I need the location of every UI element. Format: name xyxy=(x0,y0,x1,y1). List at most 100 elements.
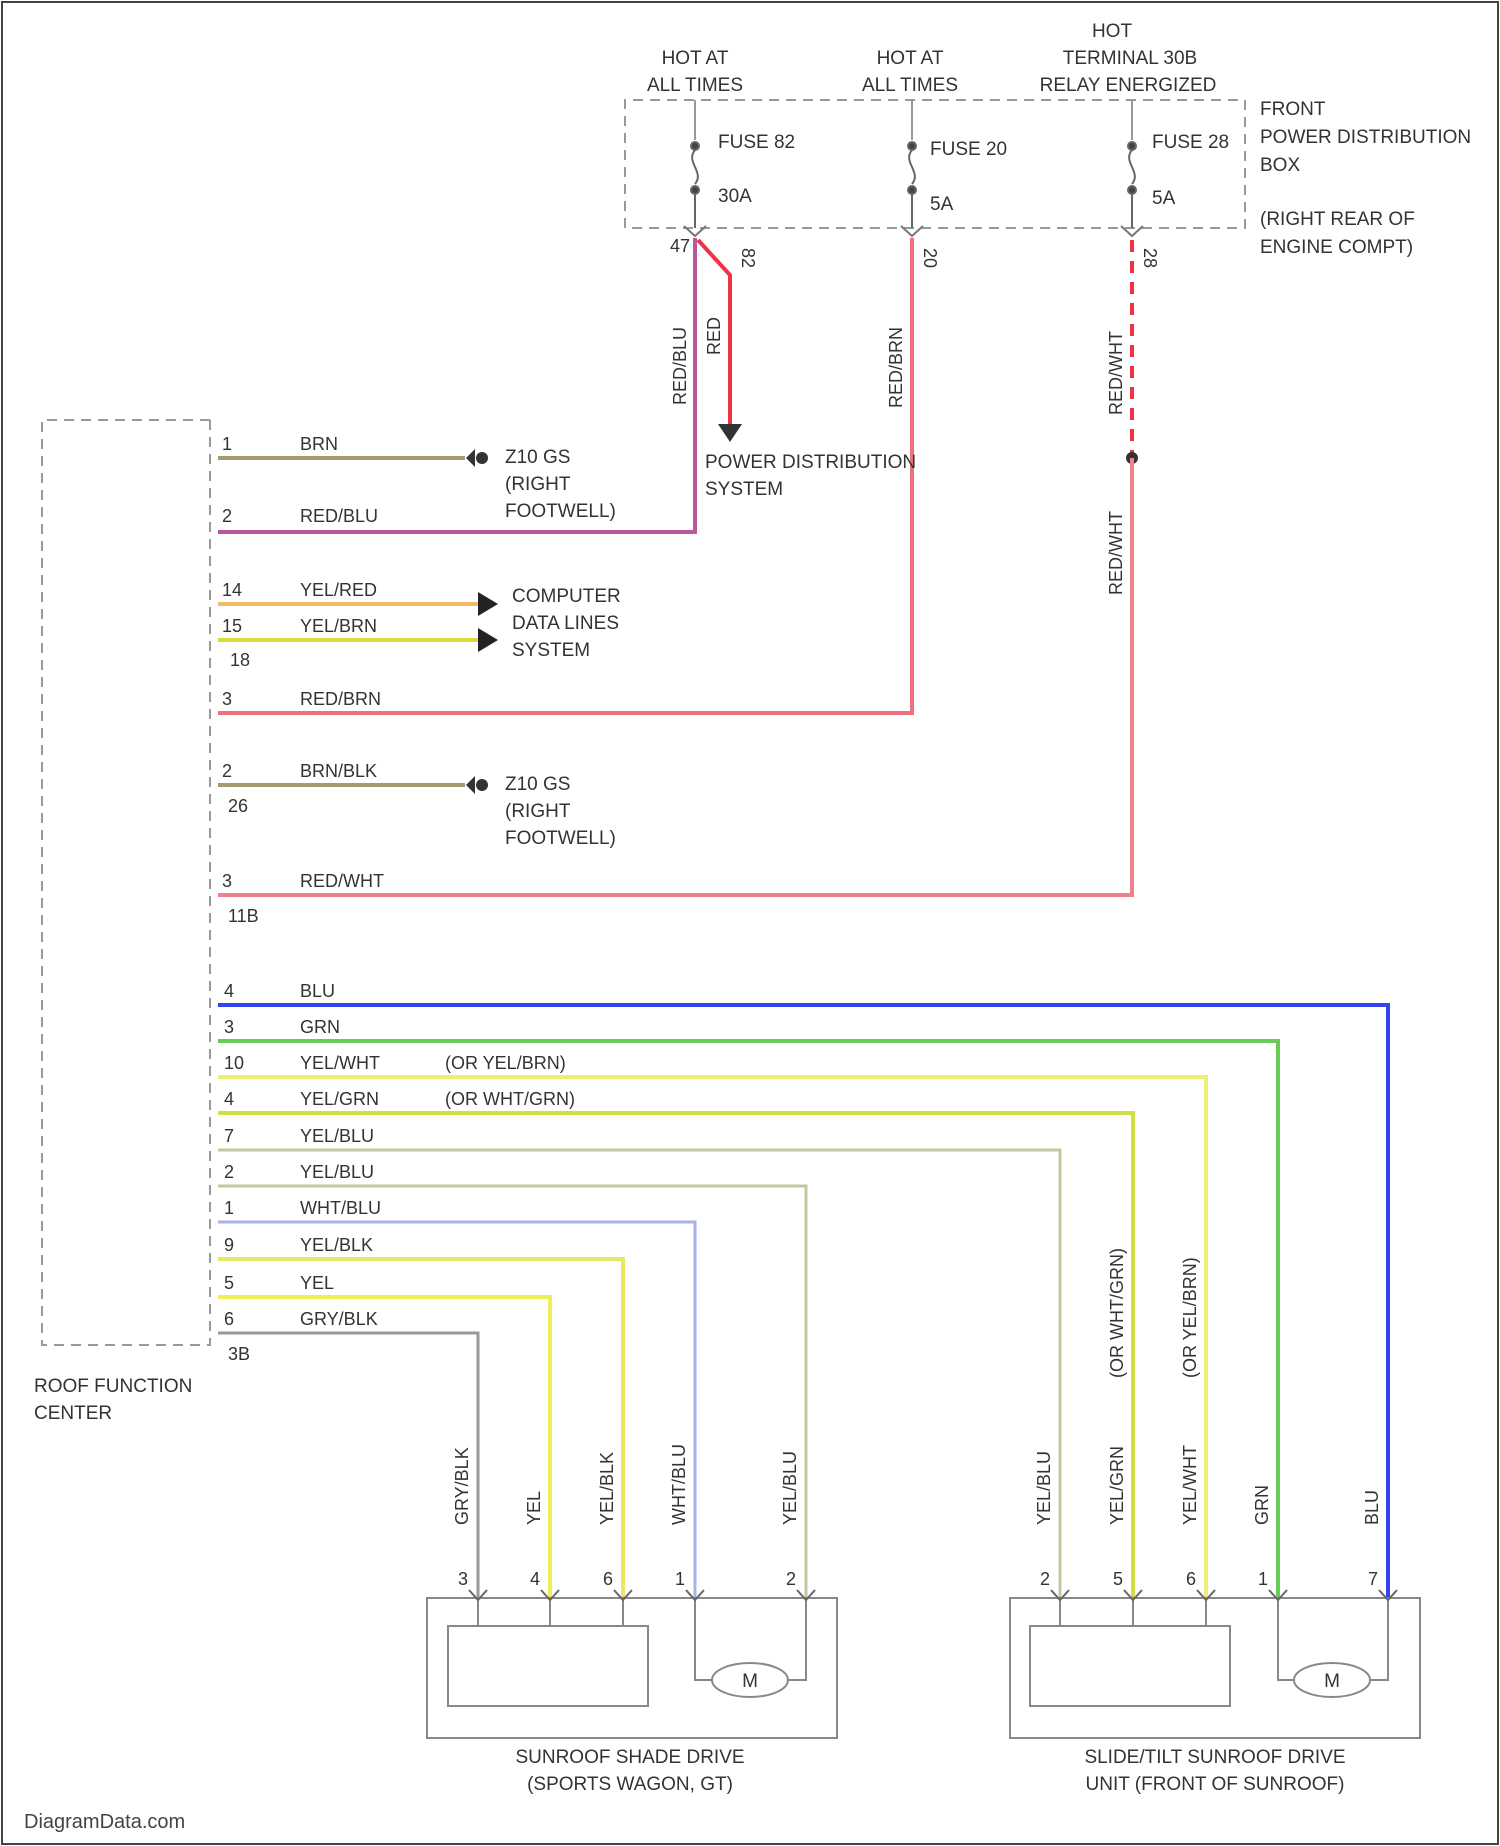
fuse-pin-28: 28 xyxy=(1140,248,1160,268)
slide-wire-label-4: BLU xyxy=(1362,1490,1382,1525)
slide-drive-motor-icon: M xyxy=(1324,1671,1340,1692)
power-source-left-line1: HOT AT xyxy=(662,48,729,69)
shade-pin-1: 4 xyxy=(530,1569,540,1589)
wire-red-blu xyxy=(218,238,695,532)
shade-pin-4: 2 xyxy=(786,1569,796,1589)
rfc-lower-pin-4: 7 xyxy=(224,1126,234,1146)
power-source-middle-line2: ALL TIMES xyxy=(862,75,958,96)
shade-wire-label-0: GRY/BLK xyxy=(452,1447,472,1525)
rfc-lower-wire-2: YEL/WHT xyxy=(300,1053,380,1073)
shade-drive-label-line1: SUNROOF SHADE DRIVE xyxy=(515,1747,744,1768)
ref-ground1-line3: FOOTWELL) xyxy=(505,501,616,522)
rfc-upper-pin-5: 2 xyxy=(222,761,232,781)
fuse-pin-47: 47 xyxy=(670,236,690,256)
label-red-wht-upper-vertical: RED/WHT xyxy=(1106,331,1126,415)
watermark: DiagramData.com xyxy=(24,1811,185,1833)
shade-wire-label-1: YEL xyxy=(524,1491,544,1525)
fuse-pin-82: 82 xyxy=(738,248,758,268)
ref-computer-data-line2: DATA LINES xyxy=(512,613,619,634)
rfc-upper-pin-6: 3 xyxy=(222,871,232,891)
rfc-lower-pin-2: 10 xyxy=(224,1053,244,1073)
ground-symbol-1 xyxy=(466,449,475,467)
power-source-right-line3: RELAY ENERGIZED xyxy=(1040,75,1217,96)
connector-id-26: 26 xyxy=(228,796,248,816)
slide-wire-label-0: YEL/BLU xyxy=(1034,1451,1054,1525)
rfc-upper-wire-0: BRN xyxy=(300,434,338,454)
wire-blu xyxy=(218,1005,1388,1598)
rfc-lower-note-2: (OR YEL/BRN) xyxy=(445,1053,566,1073)
slide-wire-label-2: YEL/WHT xyxy=(1180,1445,1200,1525)
fuse-box-name-line2: POWER DISTRIBUTION xyxy=(1260,127,1471,148)
fuse-20-symbol xyxy=(908,142,916,228)
rfc-lower-wire-9: GRY/BLK xyxy=(300,1309,378,1329)
slide-pin-1: 5 xyxy=(1113,1569,1123,1589)
wire-gry-blk xyxy=(218,1333,478,1598)
shade-pin-0: 3 xyxy=(458,1569,468,1589)
fuse-82-name: FUSE 82 xyxy=(718,132,795,153)
slide-tilt-sunroof-drive xyxy=(1010,1598,1420,1738)
fuse-28-rating: 5A xyxy=(1152,188,1176,209)
fuse-box-location-line1: (RIGHT REAR OF xyxy=(1260,209,1415,230)
slide-pin-3: 1 xyxy=(1258,1569,1268,1589)
power-source-right-line2: TERMINAL 30B xyxy=(1063,48,1197,69)
slide-pin-2: 6 xyxy=(1186,1569,1196,1589)
rfc-upper-wire-1: RED/BLU xyxy=(300,506,378,526)
ref-ground2-line3: FOOTWELL) xyxy=(505,828,616,849)
shade-pin-2: 6 xyxy=(603,1569,613,1589)
slide-pin-4: 7 xyxy=(1368,1569,1378,1589)
shade-wire-label-2: YEL/BLK xyxy=(597,1452,617,1525)
ref-ground1-line2: (RIGHT xyxy=(505,474,571,495)
rfc-lower-wire-0: BLU xyxy=(300,981,335,1001)
roof-function-center-outline xyxy=(42,420,210,1345)
label-red-vertical: RED xyxy=(704,317,724,355)
fuse-box-name-line3: BOX xyxy=(1260,155,1300,176)
ref-power-distribution-line2: SYSTEM xyxy=(705,479,783,500)
ref-ground1-line1: Z10 GS xyxy=(505,447,570,468)
fuse-20-rating: 5A xyxy=(930,194,954,215)
label-red-brn-vertical: RED/BRN xyxy=(886,327,906,408)
rfc-upper-pin-1: 2 xyxy=(222,506,232,526)
slide-pin-0: 2 xyxy=(1040,1569,1050,1589)
label-red-blu-vertical: RED/BLU xyxy=(670,327,690,405)
ref-ground2-line2: (RIGHT xyxy=(505,801,571,822)
rfc-lower-pin-8: 5 xyxy=(224,1273,234,1293)
ground-dot-2 xyxy=(476,779,488,791)
label-red-wht-lower-vertical: RED/WHT xyxy=(1106,511,1126,595)
fuse-82-symbol xyxy=(691,142,699,228)
ref-computer-data-line1: COMPUTER xyxy=(512,586,621,607)
sunroof-shade-drive xyxy=(427,1598,837,1738)
ref-ground2-line1: Z10 GS xyxy=(505,774,570,795)
connector-id-11b: 11B xyxy=(228,906,259,926)
slide-wire-label-1: YEL/GRN xyxy=(1107,1446,1127,1525)
rfc-upper-pin-0: 1 xyxy=(222,434,232,454)
power-source-left-line2: ALL TIMES xyxy=(647,75,743,96)
shade-wire-label-4: YEL/BLU xyxy=(780,1451,800,1525)
rfc-upper-wire-6: RED/WHT xyxy=(300,871,384,891)
slide-drive-label-line1: SLIDE/TILT SUNROOF DRIVE xyxy=(1084,1747,1345,1768)
rfc-lower-pin-3: 4 xyxy=(224,1089,234,1109)
fuse-box-name-line1: FRONT xyxy=(1260,99,1326,120)
fuse-pin-20: 20 xyxy=(920,248,940,268)
ref-power-distribution-line1: POWER DISTRIBUTION xyxy=(705,452,916,473)
rfc-upper-wire-4: RED/BRN xyxy=(300,689,381,709)
rfc-lower-pin-9: 6 xyxy=(224,1309,234,1329)
shade-wire-label-3: WHT/BLU xyxy=(669,1444,689,1525)
rfc-lower-note-3: (OR WHT/GRN) xyxy=(445,1089,575,1109)
slide-drive-label-line2: UNIT (FRONT OF SUNROOF) xyxy=(1086,1774,1345,1795)
rfc-lower-pin-0: 4 xyxy=(224,981,234,1001)
wire-yel-wht xyxy=(218,1077,1206,1598)
rfc-upper-pin-4: 3 xyxy=(222,689,232,709)
rfc-lower-pin-1: 3 xyxy=(224,1017,234,1037)
power-source-right-line1: HOT xyxy=(1092,21,1133,42)
rfc-upper-pin-3: 15 xyxy=(222,616,242,636)
slide-wire-label-3: GRN xyxy=(1252,1485,1272,1525)
rfc-lower-wire-6: WHT/BLU xyxy=(300,1198,381,1218)
rfc-lower-pin-6: 1 xyxy=(224,1198,234,1218)
rfc-lower-wire-1: GRN xyxy=(300,1017,340,1037)
shade-pin-3: 1 xyxy=(675,1569,685,1589)
connector-id-3b: 3B xyxy=(228,1344,250,1364)
rfc-lower-wire-3: YEL/GRN xyxy=(300,1089,379,1109)
wire-yel-blk xyxy=(218,1259,623,1598)
fuse-20-name: FUSE 20 xyxy=(930,139,1007,160)
